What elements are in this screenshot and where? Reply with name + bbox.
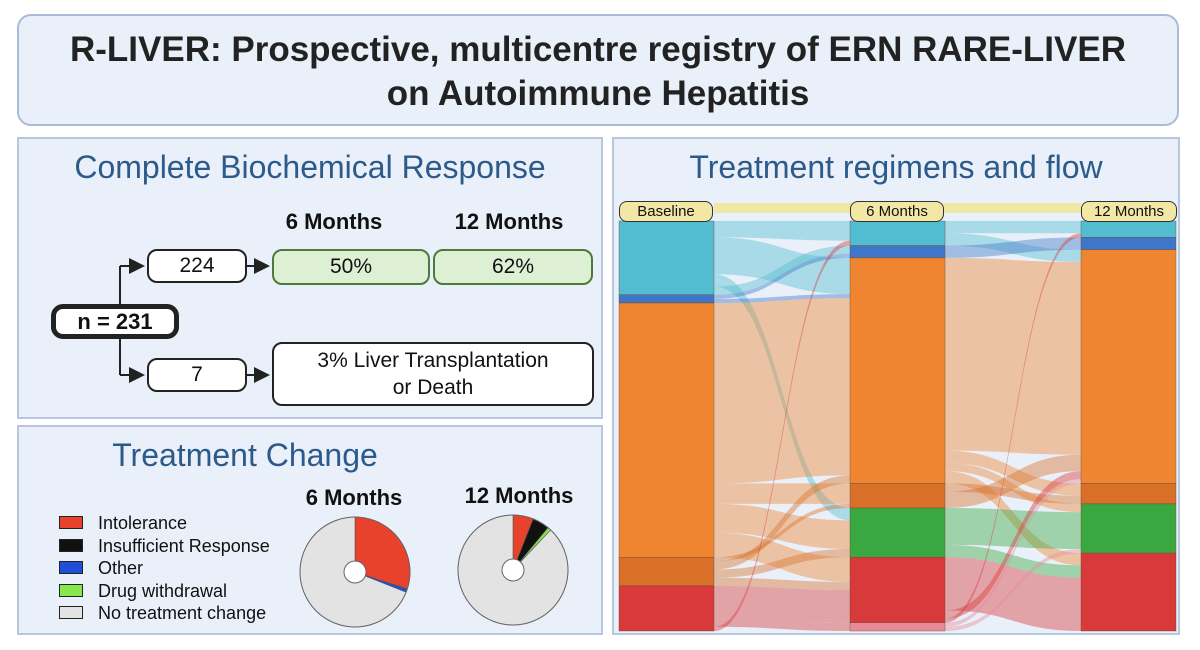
flow-link — [945, 257, 1081, 455]
pie-outline — [457, 514, 569, 626]
stage-label-baseline: Baseline — [619, 201, 713, 222]
flow-node — [618, 585, 715, 632]
flow-link — [945, 221, 1081, 234]
response-col-12-months: 12 Months — [454, 209, 564, 234]
title-banner: R-LIVER: Prospective, multicentre regist… — [17, 14, 1179, 126]
flow-node — [849, 507, 946, 558]
response-heading: Complete Biochemical Response — [74, 149, 546, 185]
flow-link — [714, 532, 850, 582]
pie-center-hole — [343, 560, 367, 584]
flow-node — [849, 483, 946, 509]
flow-link — [945, 483, 1081, 504]
flow-link — [714, 253, 850, 299]
flow-node — [618, 557, 715, 587]
flow-node — [849, 257, 946, 484]
legend-swatch — [59, 583, 83, 597]
flow-node — [618, 294, 715, 304]
pie-center-hole — [501, 558, 525, 582]
flow-link — [714, 503, 850, 549]
pie-6-months — [299, 516, 411, 628]
flow-node — [618, 220, 715, 296]
flow-link — [714, 221, 850, 241]
flow-link — [945, 233, 1081, 623]
legend-label: Insufficient Response — [98, 535, 270, 556]
flow-link — [945, 454, 1081, 508]
title-line-1: R-LIVER: Prospective, multicentre regist… — [69, 30, 1127, 69]
legend-label: No treatment change — [98, 603, 267, 623]
legend-label: Other — [98, 558, 144, 578]
responders-count-box: 224 — [147, 249, 247, 283]
change-col-12-months: 12 Months — [464, 483, 574, 508]
stage-label-12-months: 12 Months — [1081, 201, 1177, 222]
flow-link — [945, 544, 1081, 578]
legend-swatch — [59, 538, 83, 552]
flow-link — [945, 471, 1081, 566]
flow-link — [945, 557, 1081, 631]
pie-outline — [299, 516, 411, 628]
flow-link — [945, 237, 1081, 258]
flow-link — [714, 585, 850, 623]
response-12-months-box: 62% — [433, 249, 593, 285]
flow-link — [714, 577, 850, 590]
treatment-change-panel: Treatment Change 6 Months 12 Months Into… — [17, 425, 603, 635]
title-line-2: on Autoimmune Hepatitis — [386, 74, 810, 113]
flow-link — [945, 549, 1081, 631]
flow-link — [945, 233, 1081, 262]
transplant-count-box: 7 — [147, 358, 247, 392]
flow-panel: Treatment regimens and flow Baseline 6 M… — [612, 137, 1180, 635]
flow-link — [714, 245, 850, 295]
flow-node — [849, 622, 946, 632]
flow-node — [1080, 220, 1177, 238]
flow-link — [945, 462, 1081, 513]
flow-heading: Treatment regimens and flow — [689, 149, 1103, 185]
change-col-6-months: 6 Months — [305, 485, 403, 510]
response-col-6-months: 6 Months — [285, 209, 383, 234]
flow-link — [714, 483, 850, 504]
stage-label-6-months: 6 Months — [850, 201, 944, 222]
legend-swatch — [59, 561, 83, 574]
response-connectors — [119, 258, 270, 383]
transplant-line-2: or Death — [392, 376, 474, 399]
flow-link — [714, 294, 850, 303]
flow-link — [714, 237, 850, 295]
flow-link — [945, 479, 1081, 627]
flow-node — [1080, 237, 1177, 250]
pie-12-months — [457, 514, 569, 626]
flow-link — [714, 298, 850, 484]
legend-label: Drug withdrawal — [98, 580, 228, 601]
flow-node — [1080, 483, 1177, 505]
flow-link — [714, 475, 850, 570]
n-total-box: n = 231 — [51, 304, 179, 339]
transplant-line-1: 3% Liver Transplantation — [317, 349, 549, 372]
flow-link — [945, 471, 1081, 619]
flow-node — [618, 302, 715, 558]
flow-link — [714, 240, 850, 631]
legend-label: Intolerance — [98, 513, 188, 533]
transplant-death-box: 3% Liver Transplantation or Death — [272, 342, 594, 406]
legend-swatch — [59, 516, 83, 529]
response-panel: Complete Biochemical Response 6 Months 1… — [17, 137, 603, 419]
flow-link — [945, 450, 1081, 496]
flow-link — [945, 508, 1081, 549]
flow-node — [849, 220, 946, 246]
sankey-diagram — [618, 203, 1177, 632]
flow-node — [849, 245, 946, 259]
flow-link — [714, 274, 850, 521]
flow-link — [714, 549, 850, 578]
treatment-change-heading: Treatment Change — [112, 437, 378, 473]
flow-node — [1080, 503, 1177, 554]
legend-swatch — [59, 606, 83, 619]
flow-link — [714, 503, 850, 562]
flow-link — [714, 618, 850, 631]
flow-node — [1080, 249, 1177, 484]
flow-node — [849, 557, 946, 624]
response-6-months-box: 50% — [272, 249, 430, 285]
flow-node — [1080, 552, 1177, 632]
